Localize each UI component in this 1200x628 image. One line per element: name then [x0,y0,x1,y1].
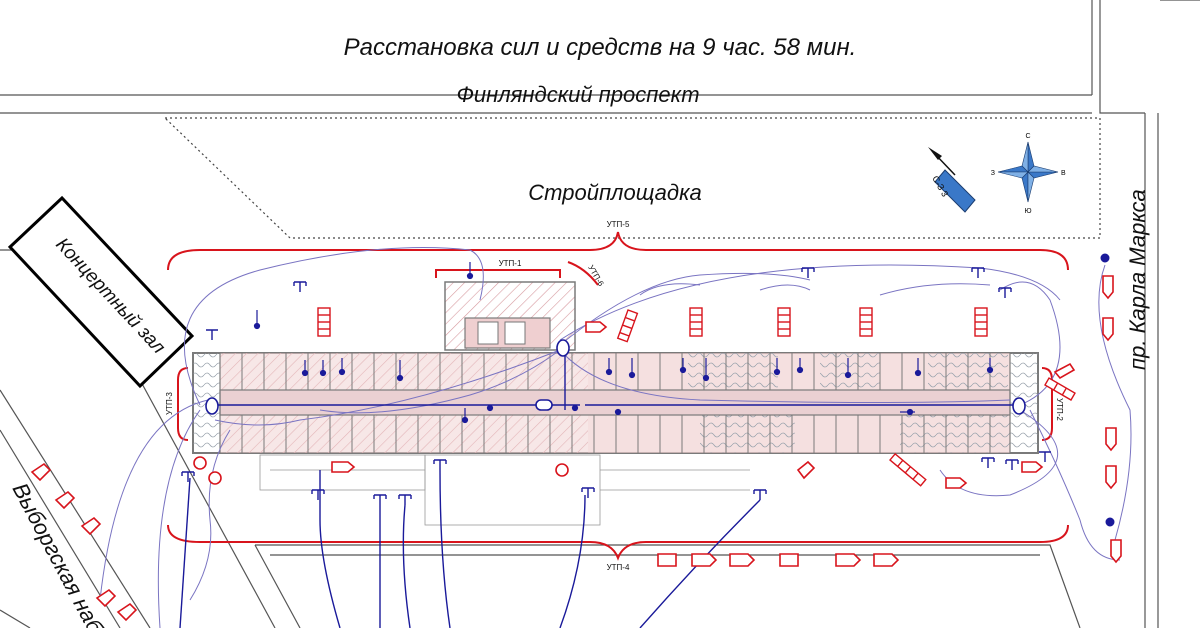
fire-truck-markers [30,275,1122,622]
compass-south: Ю [1024,208,1031,215]
utp2-label: УТП-2 [1055,398,1064,421]
nozzle-markers [253,262,994,424]
construction-fence [164,117,1101,239]
staff-post-markers [205,339,1026,415]
hose-lines-blue [179,350,1020,628]
page-title: Расстановка сил и средств на 9 час. 58 м… [344,34,857,61]
wind-direction-indicator: С-З 3 [928,147,976,213]
branch-manifolds [181,267,1051,505]
compass-west: З [991,170,995,177]
utp3-label: УТП-3 [165,392,174,415]
street-label-karla-marksa: пр. Карла Маркса [1125,189,1150,370]
utp4-label: УТП-4 [607,563,630,572]
zone-label-construction: Стройплощадка [528,180,701,205]
hydrant-markers [193,456,569,485]
ladder-markers [317,307,1076,487]
hose-lines-violet [99,247,1132,628]
utp5-label: УТП-5 [607,220,630,229]
compass-east: В [1061,170,1066,177]
water-source-markers [1100,253,1115,527]
concert-hall: Концертный зал [7,195,195,389]
compass-rose: С Ю З В [991,133,1066,215]
street-label-finlyandsky: Финляндский проспект [456,82,699,107]
compass-north: С [1025,133,1030,140]
utp1-label: УТП-1 [499,259,522,268]
